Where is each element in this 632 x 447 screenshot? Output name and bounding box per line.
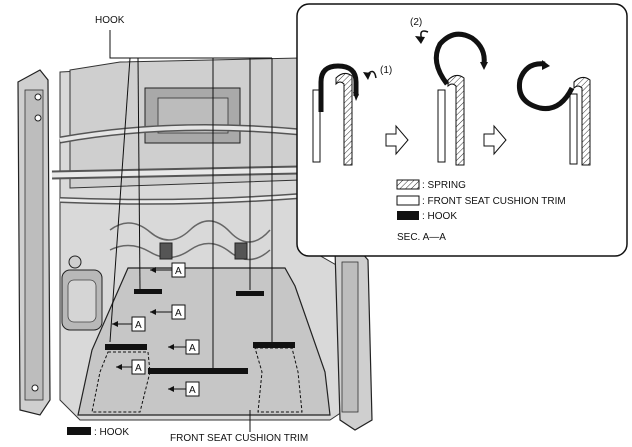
legend-hook-inset-label: : HOOK <box>422 211 457 222</box>
trim-outline-left <box>91 351 151 413</box>
hook-bar <box>105 344 147 350</box>
inset-panel: (1) (2) : SPRING : FRONT SEA <box>296 3 628 257</box>
section-callout-a: A <box>112 316 146 332</box>
svg-text:A: A <box>175 266 182 277</box>
hook-bar <box>236 291 264 296</box>
svg-text:A: A <box>189 343 196 354</box>
section-callout-a: A <box>168 381 200 397</box>
legend-spring-label: : SPRING <box>422 180 466 191</box>
legend-hook-label: : HOOK <box>94 427 129 438</box>
svg-text:A: A <box>135 363 142 374</box>
step2-hook-diagram: (2) <box>410 17 488 166</box>
inset-legend: : SPRING : FRONT SEAT CUSHION TRIM : HOO… <box>396 179 566 222</box>
hook-leader-lines <box>109 30 273 368</box>
hook-bar <box>253 342 295 348</box>
step1-hook-diagram: (1) <box>312 63 392 166</box>
step-arrow-2 <box>483 124 507 156</box>
section-callout-a: A <box>168 339 200 355</box>
step2-label: (2) <box>410 17 422 28</box>
hook-bar <box>148 368 248 374</box>
legend-trim-label: : FRONT SEAT CUSHION TRIM <box>422 196 566 207</box>
section-title: SEC. A—A <box>397 232 446 243</box>
svg-text:A: A <box>175 308 182 319</box>
hook-bars <box>105 289 295 374</box>
hook-bar <box>134 289 162 294</box>
legend-hook-swatch <box>67 427 91 435</box>
section-callouts: A A A A A A <box>112 262 200 397</box>
seat-cushion-trim <box>77 267 331 416</box>
step1-label: (1) <box>380 65 392 76</box>
legend-hook-inset-swatch <box>397 211 419 220</box>
front-seat-cushion-trim-label: FRONT SEAT CUSHION TRIM <box>170 433 308 444</box>
section-callout-a: A <box>116 359 146 375</box>
section-callout-a: A <box>150 262 186 278</box>
svg-text:A: A <box>189 385 196 396</box>
section-callout-a: A <box>150 304 186 320</box>
step3-hook-diagram <box>516 60 591 166</box>
svg-text:A: A <box>135 320 142 331</box>
step-arrow-1 <box>385 124 409 156</box>
legend-spring-swatch <box>396 179 420 190</box>
legend-trim-swatch <box>396 195 420 206</box>
hook-label: HOOK <box>95 15 125 26</box>
